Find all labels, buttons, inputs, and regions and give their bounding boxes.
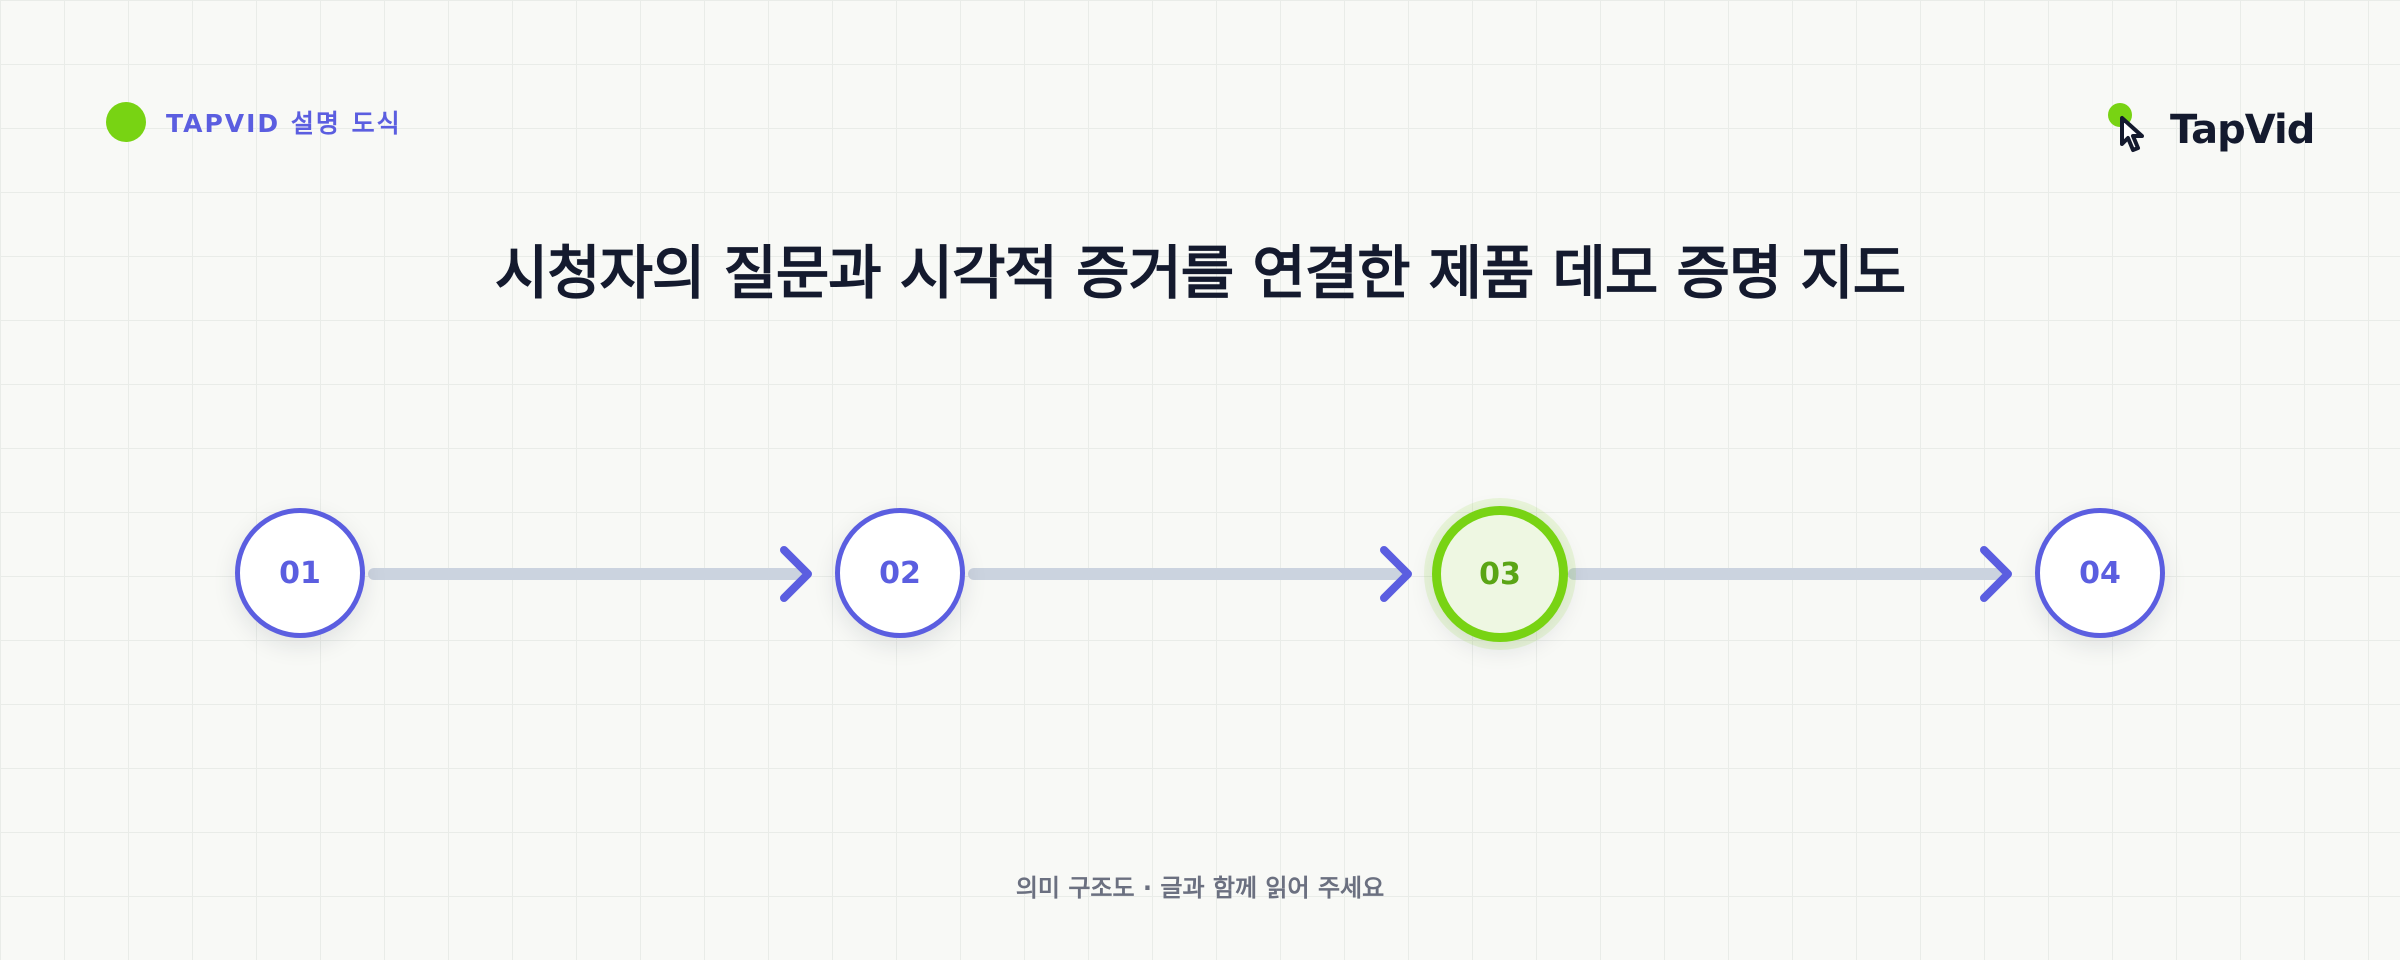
brand-name: TapVid (2170, 107, 2315, 153)
footer-caption: 의미 구조도 · 글과 함께 읽어 주세요 (1015, 874, 1385, 902)
diagram-tag: TAPVID 설명 도식 (106, 102, 402, 142)
step-node-01: 01 (235, 508, 365, 638)
brand-logo: TapVid (2106, 100, 2315, 160)
connector-01-02 (368, 546, 812, 602)
step-node-03-active: 03 (1432, 506, 1568, 642)
step-node-04: 04 (2035, 508, 2165, 638)
page-title: 시청자의 질문과 시각적 증거를 연결한 제품 데모 증명 지도 (494, 239, 1906, 307)
connector-03-04 (1568, 546, 2012, 602)
hand-pointer-icon (2106, 100, 2168, 160)
connector-02-03 (968, 546, 1412, 602)
tag-label: TAPVID 설명 도식 (166, 109, 402, 138)
dot-icon (106, 102, 146, 142)
step-node-02: 02 (835, 508, 965, 638)
